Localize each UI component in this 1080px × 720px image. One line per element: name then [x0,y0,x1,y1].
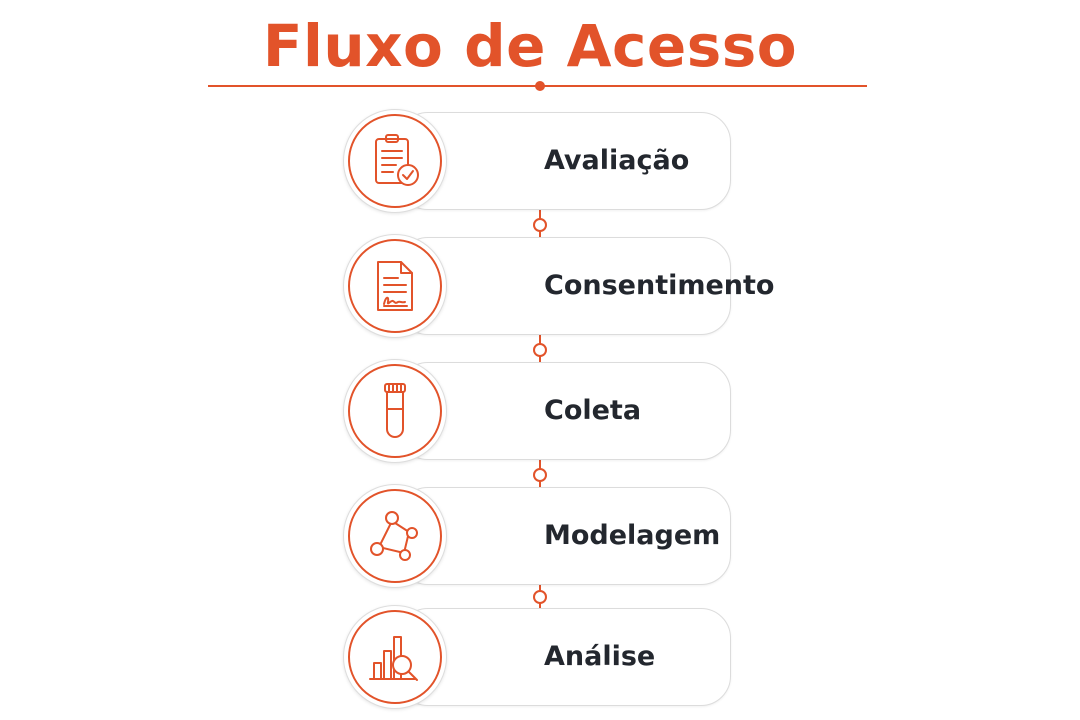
step-card: Análise [398,608,731,706]
step-card: Coleta [398,362,731,460]
clipboard-check-icon [375,134,419,186]
flow-step-avaliacao: Avaliação [343,109,731,213]
connector-node [533,343,547,357]
step-icon-badge [343,359,447,463]
flow-step-coleta: Coleta [343,359,731,463]
chart-magnifier-icon [369,636,418,681]
flow-step-consentimento: Consentimento [343,234,774,338]
connector-node [533,468,547,482]
step-label: Análise [544,641,656,672]
network-nodes-icon [370,511,418,561]
step-label: Avaliação [544,145,690,176]
connector-node [533,218,547,232]
step-card: Modelagem [398,487,731,585]
step-card: Avaliação [398,112,731,210]
flow-step-analise: Análise [343,605,731,709]
title-underline-dot [535,81,545,91]
test-tube-icon [384,383,406,438]
step-icon-badge [343,234,447,338]
step-card: Consentimento [398,237,774,335]
step-icon-badge [343,109,447,213]
flow-step-modelagem: Modelagem [343,484,731,588]
diagram-title: Fluxo de Acesso [262,12,798,80]
step-icon-badge [343,605,447,709]
step-icon-badge [343,484,447,588]
step-label: Coleta [544,395,642,426]
step-label: Consentimento [544,270,775,301]
signed-document-icon [377,261,413,311]
connector-node [533,590,547,604]
step-label: Modelagem [544,520,721,551]
